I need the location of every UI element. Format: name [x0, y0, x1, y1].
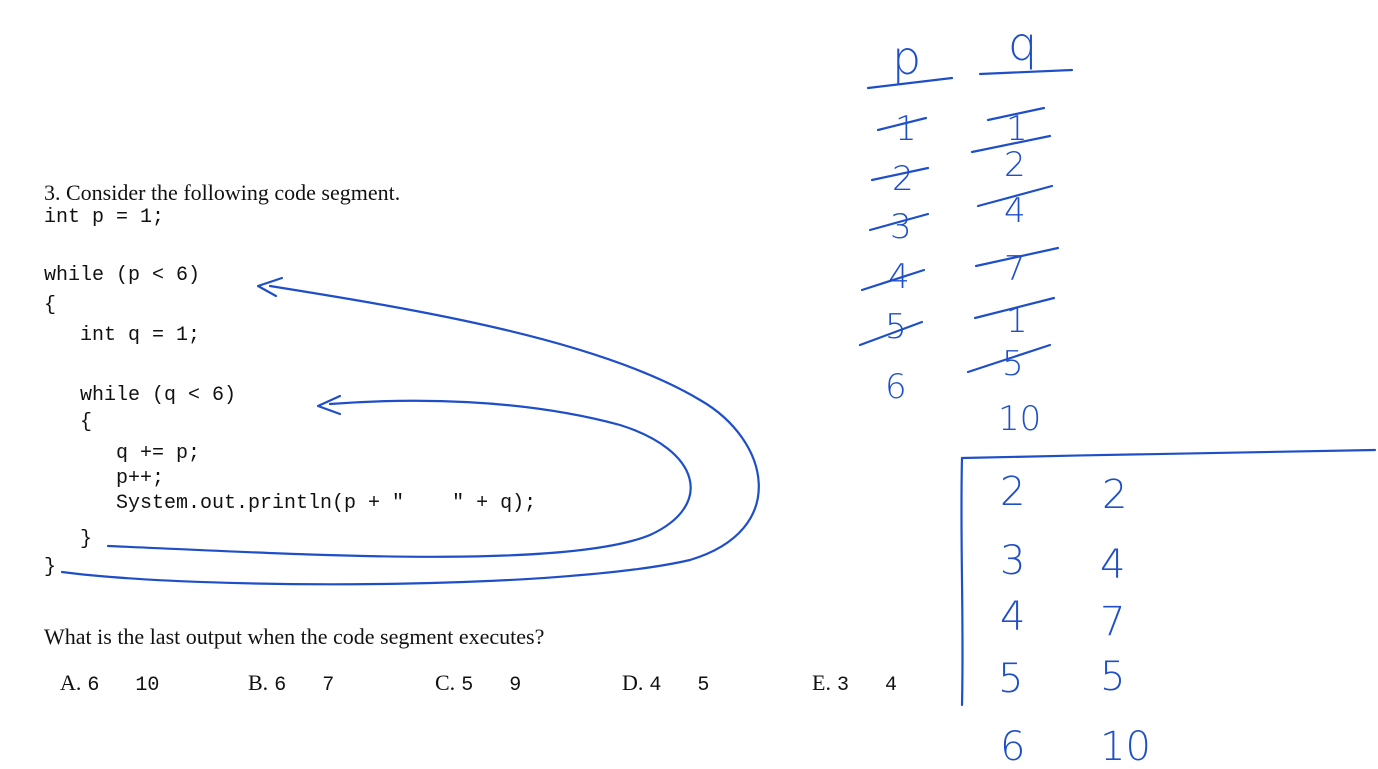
- choice-e[interactable]: E.3 4: [796, 652, 897, 715]
- choice-a[interactable]: A.6 10: [44, 652, 159, 715]
- code-line: }: [44, 528, 93, 551]
- strike-mark: [974, 246, 1060, 268]
- strike-mark: [966, 343, 1052, 374]
- strike-mark: [858, 320, 924, 347]
- output-p: 5: [998, 656, 1023, 702]
- inner-loop-arrowhead: [316, 394, 342, 416]
- choice-value: 5 9: [461, 674, 522, 697]
- code-line: {: [44, 294, 57, 317]
- output-p: 3: [1000, 538, 1025, 584]
- code-line: }: [44, 556, 57, 579]
- trace-p-value: 6: [885, 367, 907, 407]
- choice-letter: B.: [248, 670, 269, 695]
- choice-c[interactable]: C.5 9: [419, 652, 521, 715]
- strike-mark: [876, 116, 928, 132]
- choice-letter: C.: [435, 670, 456, 695]
- strike-mark: [870, 166, 930, 182]
- strike-mark: [970, 134, 1052, 154]
- inner-loop-arrow: [106, 399, 692, 558]
- strike-mark: [868, 212, 930, 232]
- code-line: int q = 1;: [44, 324, 201, 347]
- question-title: 3. Consider the following code segment.: [44, 180, 401, 205]
- trace-p-value: 4: [888, 257, 910, 297]
- output-q: 10: [1100, 724, 1151, 769]
- trace-p-value: 2: [892, 159, 914, 199]
- trace-q-value: 5: [1002, 344, 1024, 384]
- outer-loop-arrowhead: [256, 276, 284, 298]
- code-line: q += p;: [44, 442, 201, 465]
- output-p: 6: [1000, 724, 1025, 769]
- trace-q-value: 4: [1004, 191, 1026, 231]
- output-q: 5: [1100, 654, 1125, 700]
- trace-q-value: 7: [1004, 249, 1026, 289]
- code-line: System.out.println(p + " " + q);: [44, 492, 537, 515]
- trace-p-value: 3: [890, 207, 912, 247]
- output-q: 4: [1100, 542, 1125, 588]
- choice-letter: E.: [812, 670, 831, 695]
- strike-mark: [973, 296, 1056, 320]
- trace-q-value: 10: [998, 399, 1041, 439]
- output-box-line: [960, 456, 964, 707]
- choice-b[interactable]: B.6 7: [232, 652, 334, 715]
- choice-value: 6 10: [87, 674, 160, 697]
- choice-value: 3 4: [836, 674, 897, 697]
- trace-p-value: 1: [895, 109, 917, 149]
- strike-mark: [986, 106, 1046, 122]
- choice-value: 6 7: [274, 674, 335, 697]
- code-line: while (q < 6): [44, 384, 237, 407]
- code-line: p++;: [44, 467, 165, 490]
- output-p: 2: [1000, 469, 1025, 515]
- choice-letter: D.: [622, 670, 644, 695]
- code-line: {: [44, 411, 93, 434]
- strike-mark: [976, 184, 1054, 208]
- trace-p-value: 5: [885, 307, 907, 347]
- strike-mark: [860, 268, 926, 292]
- output-box-line: [960, 448, 1377, 460]
- trace-header-underline: [978, 68, 1074, 76]
- trace-header-q: q: [1008, 17, 1037, 71]
- code-line: while (p < 6): [44, 264, 201, 287]
- choice-d[interactable]: D.4 5: [606, 652, 709, 715]
- output-q: 2: [1102, 472, 1127, 518]
- output-q: 7: [1100, 599, 1125, 645]
- trace-q-value: 1: [1006, 301, 1028, 341]
- question-prompt: What is the last output when the code se…: [44, 624, 545, 649]
- code-line: int p = 1;: [44, 206, 165, 229]
- trace-header-p: p: [892, 31, 921, 85]
- choice-letter: A.: [60, 670, 82, 695]
- choice-value: 4 5: [649, 674, 710, 697]
- trace-header-underline: [866, 76, 954, 90]
- output-p: 4: [1000, 594, 1025, 640]
- trace-q-value: 2: [1004, 145, 1026, 185]
- trace-q-value: 1: [1006, 109, 1028, 149]
- answer-choices: A.6 10 B.6 7 C.5 9 D.4 5 E.3 4: [44, 652, 944, 697]
